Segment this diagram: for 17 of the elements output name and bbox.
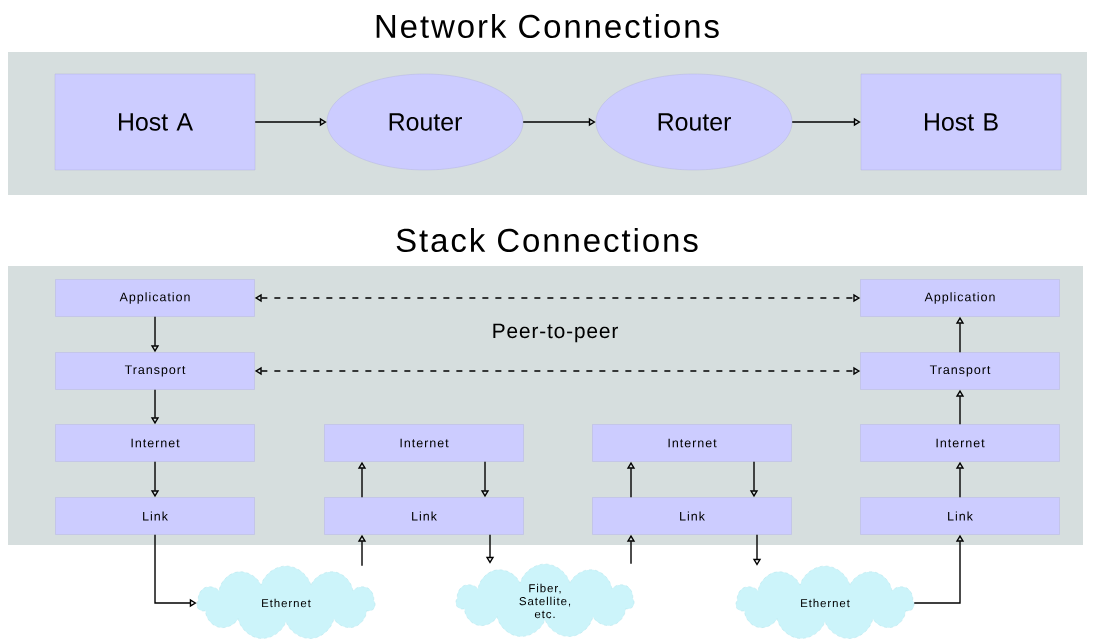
annotation-text: Peer-to-peer [493, 323, 618, 343]
heading: Network Connections [376, 13, 719, 39]
layer-box: Internet [55, 424, 255, 462]
layer-box: Internet [324, 424, 524, 462]
layer-box: Transport [860, 352, 1060, 390]
layer-box: Link [324, 497, 524, 535]
layer-box: Application [860, 279, 1060, 317]
layer-box: Internet [592, 424, 792, 462]
host-box: Host A [54, 73, 256, 171]
layer-box: Link [55, 497, 255, 535]
host-box: Host B [860, 73, 1062, 171]
layer-box: Link [860, 497, 1060, 535]
heading: Stack Connections [396, 227, 698, 253]
layer-box: Transport [55, 352, 255, 390]
layer-box: Link [592, 497, 792, 535]
layer-box: Internet [860, 424, 1060, 462]
layer-box: Application [55, 279, 255, 317]
